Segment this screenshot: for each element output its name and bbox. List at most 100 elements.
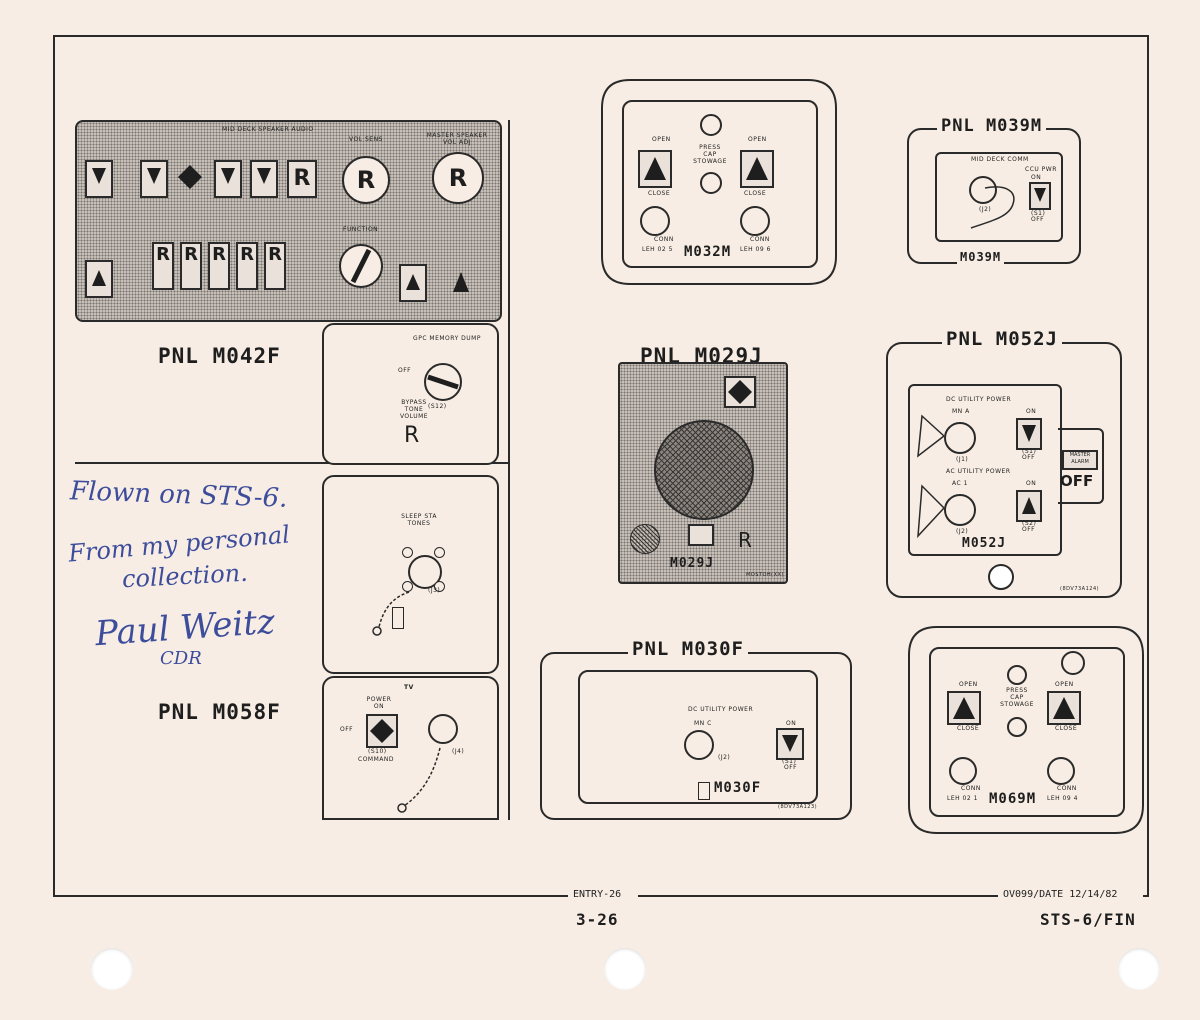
panel-m042f-speaker-audio: MID DECK SPEAKER AUDIO VOL SENS MASTER S… [75, 120, 502, 322]
m052j-dc-outlet[interactable] [944, 422, 976, 454]
m032m-open-left: OPEN [652, 136, 671, 143]
m032m-cap-top [700, 114, 722, 136]
master-alarm-button[interactable]: MASTER ALARM [1062, 450, 1098, 470]
tv-power-switch[interactable] [366, 714, 398, 748]
m030f-on: ON [786, 720, 797, 727]
m029j-switch[interactable] [724, 376, 756, 408]
m032m-conn-right[interactable] [740, 206, 770, 236]
panel-m030f: PNL M030F DC UTILITY POWER MN C (J2) ON … [540, 638, 852, 820]
panel-gpc-memory-dump: GPC MEMORY DUMP OFF (S12) BYPASS TONE VO… [322, 323, 499, 465]
m032m-leh-right: LEH 09 6 [740, 246, 771, 253]
volume-slider-4[interactable]: R [236, 242, 258, 290]
bypass-tone-r-knob[interactable]: R [404, 423, 420, 448]
dust-cap [392, 607, 404, 629]
volume-slider-3[interactable]: R [208, 242, 230, 290]
toggle-switch-4[interactable] [250, 160, 278, 198]
m039m-on: ON [1031, 174, 1042, 181]
m052j-on-bottom: ON [1026, 480, 1037, 487]
vol-sens-knob[interactable]: R [342, 156, 390, 204]
m052j-ac-switch[interactable] [1016, 490, 1042, 522]
volume-slider-5[interactable]: R [264, 242, 286, 290]
m030f-code: (8DV73A123) [778, 804, 818, 810]
m032m-title: M032M [684, 244, 732, 260]
volume-slider-1[interactable]: R [152, 242, 174, 290]
m069m-valve-left[interactable] [947, 691, 981, 725]
r-switch[interactable]: R [287, 160, 317, 198]
m069m-open-left: OPEN [959, 681, 978, 688]
m069m-press-cap-label: PRESS CAP STOWAGE [1000, 687, 1034, 708]
footer-section: ENTRY-26 [573, 889, 622, 900]
m032m-open-right: OPEN [748, 136, 767, 143]
tv-power-on-label: POWER ON [366, 696, 392, 710]
m032m-valve-left[interactable] [638, 150, 672, 188]
m052j-inner: DC UTILITY POWER MN A (J1) ON (S1) OFF A… [908, 384, 1062, 556]
tv-jack[interactable] [428, 714, 458, 744]
m069m-open-right: OPEN [1055, 681, 1074, 688]
screw [434, 581, 445, 592]
m032m-close-right: CLOSE [744, 190, 767, 197]
panel-m039m: PNL M039M MID DECK COMM CCU PWR ON (J2) … [907, 116, 1081, 264]
m069m-leh-right: LEH 09 4 [1047, 795, 1078, 802]
tv-s10-label: (S10) [368, 748, 387, 755]
footer-flight: STS-6/FIN [1040, 910, 1136, 929]
volume-slider-2[interactable]: R [180, 242, 202, 290]
function-label: FUNCTION [343, 226, 379, 233]
m069m-close-left: CLOSE [957, 725, 980, 732]
m032m-conn-left[interactable] [640, 206, 670, 236]
m052j-dc-utility-power: DC UTILITY POWER [946, 396, 1012, 403]
m039m-inner: MID DECK COMM CCU PWR ON (J2) (S1) OFF [935, 152, 1063, 242]
m029j-small-switch[interactable] [688, 524, 714, 546]
m069m-valve-right[interactable] [1047, 691, 1081, 725]
m030f-dc-outlet[interactable] [684, 730, 714, 760]
m030f-dust-cap [698, 782, 710, 800]
m032m-leh-left: LEH 02 5 [642, 246, 673, 253]
m039m-label: M039M [957, 250, 1005, 264]
toggle-switch-3[interactable] [214, 160, 242, 198]
column-divider [508, 120, 510, 820]
gpc-s12-label: (S12) [428, 403, 447, 410]
m069m-conn-right-label: CONN [1057, 785, 1077, 792]
footer-page-number: 3-26 [576, 910, 619, 929]
sleep-j3-label: (J3) [428, 587, 441, 594]
gpc-memory-dump-rotary[interactable] [424, 363, 462, 401]
m030f-j2: (J2) [718, 754, 731, 761]
m032m-conn-left-label: CONN [654, 236, 674, 243]
toggle-switch-2[interactable] [140, 160, 168, 198]
m039m-ccu-pwr-switch[interactable] [1029, 182, 1051, 210]
sleep-tones-jack[interactable] [408, 555, 442, 589]
function-rotary-knob[interactable] [339, 244, 383, 288]
m069m-close-right: CLOSE [1055, 725, 1078, 732]
m052j-code: (8DV73A124) [1060, 586, 1100, 592]
m030f-title: PNL M030F [628, 638, 748, 660]
screw [402, 581, 413, 592]
toggle-switch-1[interactable] [85, 160, 113, 198]
m039m-comm-jack[interactable] [969, 176, 997, 204]
m030f-dc-utility-power: DC UTILITY POWER [688, 706, 754, 713]
master-speaker-knob[interactable]: R [432, 152, 484, 204]
m069m-conn-right[interactable] [1047, 757, 1075, 785]
page-toggle-switch[interactable] [85, 260, 113, 298]
bypass-tone-volume-label: BYPASS TONE VOLUME [399, 399, 429, 420]
m029j-label: M029J [670, 556, 715, 571]
m039m-j2: (J2) [979, 206, 992, 213]
binder-hole-right [1118, 948, 1160, 990]
m069m-conn-left[interactable] [949, 757, 977, 785]
footer-rule-left [53, 895, 568, 897]
m030f-dc-switch[interactable] [776, 728, 804, 760]
bypass-toggle-switch[interactable] [399, 264, 427, 302]
footer-rule-mid [638, 895, 998, 897]
m052j-j1: (J1) [956, 456, 969, 463]
panel-tv: TV POWER ON OFF (S10) COMMAND (J4) [322, 676, 499, 820]
m052j-ac-outlet[interactable] [944, 494, 976, 526]
m032m-press-cap-label: PRESS CAP STOWAGE [693, 144, 727, 165]
master-alarm-housing: MASTER ALARM OFF [1058, 428, 1104, 504]
m029j-r-knob[interactable]: R [738, 528, 752, 552]
m030f-off: OFF [784, 764, 798, 771]
m032m-close-left: CLOSE [648, 190, 671, 197]
m039m-ccu-pwr: CCU PWR [1025, 166, 1057, 173]
m032m-valve-right[interactable] [740, 150, 774, 188]
m069m-conn-left-label: CONN [961, 785, 981, 792]
panel-m029j-speaker: R M029J MOSTOH(XX) [618, 362, 788, 584]
m052j-dc-switch[interactable] [1016, 418, 1042, 450]
master-alarm-off: OFF [1060, 472, 1094, 490]
